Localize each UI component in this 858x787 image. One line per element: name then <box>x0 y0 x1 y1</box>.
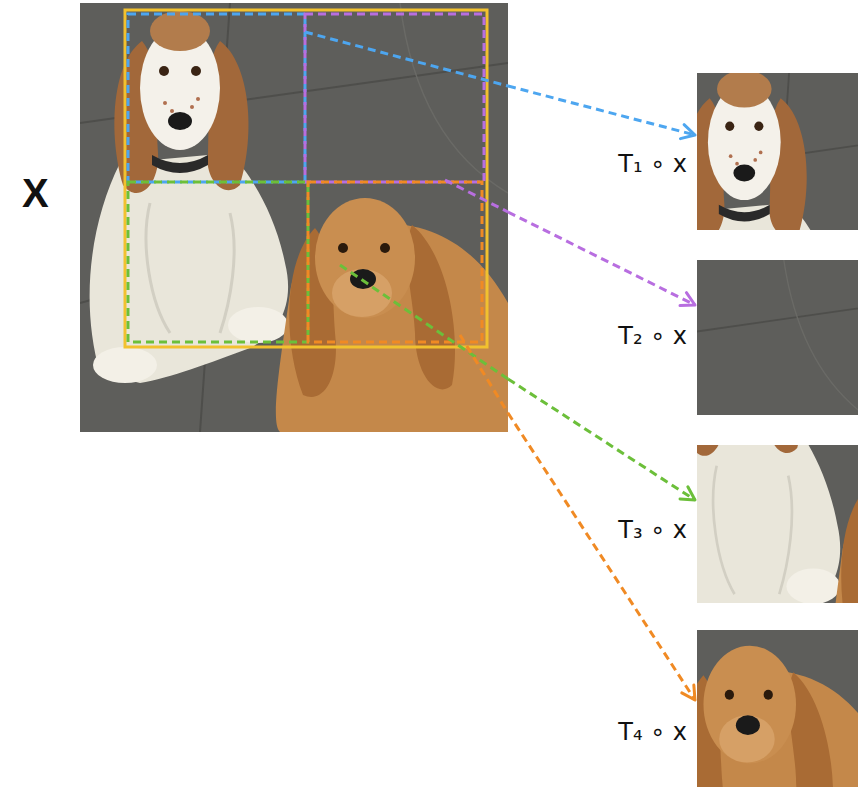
crop-arrow <box>508 212 695 306</box>
crop-thumbnail <box>486 454 858 787</box>
transform-label: T₂ ∘ x <box>616 322 689 351</box>
transform-label: T₃ ∘ x <box>616 516 689 545</box>
crop-region <box>128 14 305 182</box>
leader-line <box>460 335 508 413</box>
crop-view-box: T₁ ∘ x <box>697 73 858 230</box>
crop-view-box: T₃ ∘ x <box>697 445 858 603</box>
transform-label: T₄ ∘ x <box>616 718 689 747</box>
crop-view-box: T₂ ∘ x <box>697 260 858 415</box>
leader-line <box>340 265 508 379</box>
leader-line <box>445 180 508 212</box>
transform-label: T₁ ∘ x <box>616 150 689 179</box>
crop-arrow <box>508 413 695 700</box>
crop-region <box>128 182 308 342</box>
crop-view-box: T₄ ∘ x <box>697 630 858 787</box>
crop-bounds <box>125 10 487 347</box>
source-image <box>80 3 508 432</box>
source-image-box: X <box>80 3 508 432</box>
image-label: X <box>20 169 51 217</box>
crop-arrow <box>508 86 695 139</box>
crop-region <box>308 182 482 342</box>
leader-line <box>305 32 508 86</box>
crop-arrow <box>508 379 695 500</box>
